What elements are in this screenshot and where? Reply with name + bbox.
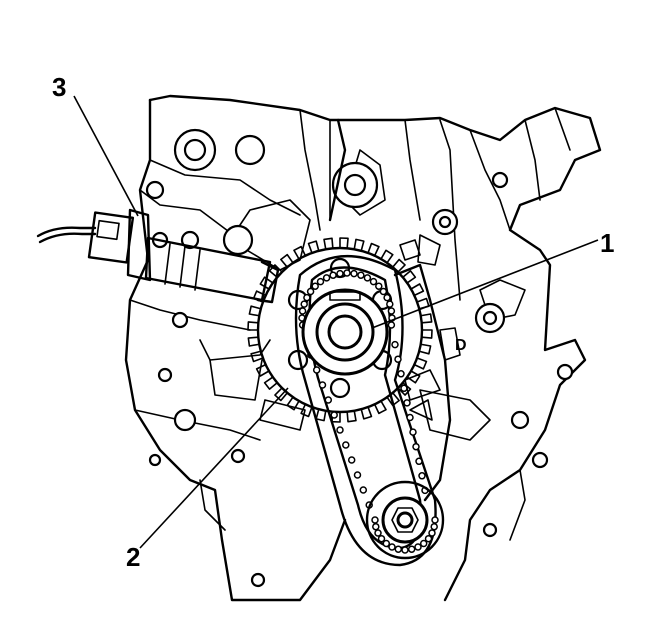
chain-link (412, 442, 420, 451)
chain-links (298, 269, 439, 554)
reluctor-tooth (413, 357, 428, 370)
reluctor-tooth (353, 238, 365, 252)
chain-link (347, 456, 356, 464)
chain-link (403, 399, 411, 407)
chain-link (343, 269, 351, 277)
chain-link (363, 274, 372, 282)
chain-link (336, 426, 344, 434)
chain-link (300, 300, 308, 308)
reluctor-tooth (263, 376, 278, 390)
chain-link (431, 516, 439, 524)
reluctor-tooth (419, 313, 433, 324)
chain-link (316, 277, 325, 286)
chain-link (419, 539, 428, 548)
chain-link (394, 545, 403, 553)
reluctor-tooth (420, 329, 433, 339)
chain-link (311, 282, 319, 290)
reluctor-tooth (323, 237, 334, 251)
reluctor-tooth (247, 336, 261, 347)
chain-link (336, 269, 344, 278)
reluctor-tooth (255, 363, 270, 377)
chain-link (322, 274, 331, 282)
reluctor-tooth (315, 408, 327, 422)
chain-link (350, 269, 358, 278)
chain-link (414, 543, 422, 551)
chain-link (407, 545, 416, 553)
chain-link (377, 534, 386, 543)
chain-link (424, 534, 433, 543)
reluctor-teeth (247, 237, 433, 423)
reluctor-tooth (247, 321, 260, 331)
chain-link (342, 441, 350, 449)
crankshaft-sprocket (365, 480, 445, 560)
reluctor-tooth (418, 343, 432, 355)
reluctor-tooth (300, 403, 313, 418)
reluctor-tooth (250, 350, 264, 363)
reluctor-tooth (367, 242, 380, 257)
camshaft-hub (301, 288, 389, 376)
callout-2: 2 (126, 542, 140, 572)
reluctor-tooth (339, 237, 349, 250)
chain-link (357, 271, 365, 279)
chain-link (330, 411, 338, 419)
chain-link (312, 366, 321, 374)
chain-link (374, 529, 382, 537)
reluctor-tooth (391, 258, 406, 273)
callout-3: 3 (52, 72, 66, 102)
chain-link (391, 340, 399, 349)
chain-link (394, 355, 402, 363)
chain-link (324, 396, 333, 404)
reluctor-tooth (280, 253, 294, 268)
chain-link (371, 516, 379, 524)
chain-link (388, 543, 396, 551)
reluctor-tooth (386, 392, 400, 407)
reluctor-tooth (286, 396, 300, 411)
leader-line-2 (139, 387, 289, 549)
chain-link (397, 370, 405, 378)
chain-link (329, 271, 337, 279)
reluctor-tooth (346, 409, 357, 423)
chain-link (372, 522, 380, 531)
bolt-bosses (145, 128, 574, 588)
chain-link (401, 546, 409, 554)
leader-line-3 (73, 95, 139, 217)
reluctor-tooth (360, 406, 373, 420)
chain-link (359, 486, 368, 494)
reluctor-tooth (410, 283, 425, 297)
chain-link (428, 529, 436, 537)
chain-link (375, 282, 383, 290)
chain-link (382, 539, 391, 548)
chain-link (386, 300, 394, 308)
camshaft-position-sensor (36, 208, 280, 304)
reluctor-tooth (307, 240, 320, 254)
chain-link (418, 472, 426, 480)
chain-link (387, 307, 396, 315)
chain-link (298, 307, 307, 315)
reluctor-tooth (293, 245, 307, 260)
leader-line-1 (371, 239, 599, 329)
engine-block (124, 94, 602, 602)
chain-link (409, 428, 417, 436)
timing-chain (294, 254, 439, 567)
reluctor-tooth (248, 305, 262, 317)
reluctor-tooth (373, 400, 387, 415)
chain-link (303, 293, 311, 302)
chain-link (353, 471, 362, 479)
chain-link (318, 381, 327, 389)
reluctor-tooth (406, 370, 421, 384)
chain-link (369, 277, 378, 286)
reluctor-tooth (402, 270, 417, 284)
marking-d: D (455, 337, 467, 354)
chain-link (387, 321, 396, 329)
chain-link (406, 413, 414, 422)
callout-1: 1 (600, 228, 614, 258)
chain-link (379, 287, 388, 296)
chain-link (430, 522, 438, 531)
chain-link (383, 293, 391, 302)
reluctor-tooth (380, 249, 394, 264)
chain-link (415, 457, 423, 466)
chain-guide (328, 118, 461, 502)
chain-link (306, 287, 315, 296)
